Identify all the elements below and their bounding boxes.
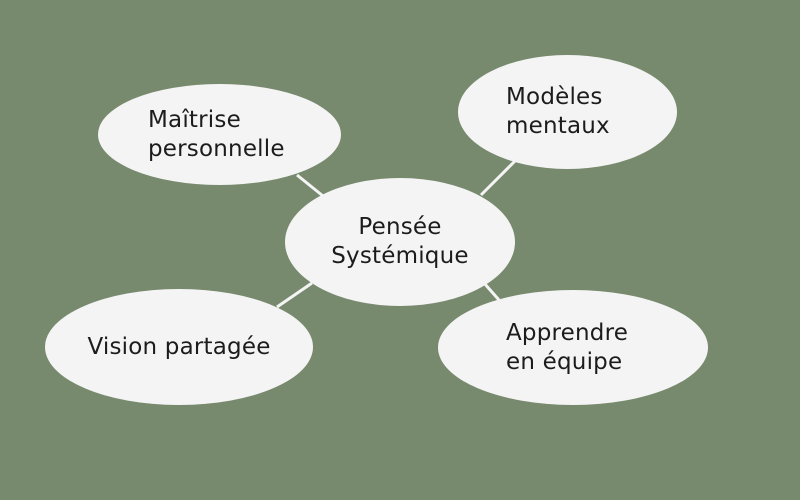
node-bottom-right: Apprendre en équipe [438, 290, 708, 405]
node-top-right: Modèles mentaux [458, 55, 677, 169]
top-left-line-2: personnelle [148, 135, 285, 162]
node-bottom-left: Vision partagée [45, 289, 313, 405]
top-left-line-1: Maîtrise [148, 106, 241, 133]
node-bottom-left-label: Vision partagée [87, 333, 270, 362]
connector-bottom-right [482, 282, 501, 301]
node-center-label: Pensée Systémique [331, 213, 468, 271]
bottom-left-line-1: Vision partagée [87, 333, 271, 360]
connector-bottom-left [276, 281, 313, 309]
bottom-right-line-1: Apprendre [506, 319, 629, 346]
node-top-left-label: Maîtrise personnelle [148, 106, 285, 164]
node-top-left: Maîtrise personnelle [98, 84, 341, 185]
center-line-2: Systémique [331, 243, 469, 269]
top-right-line-2: mentaux [506, 113, 610, 139]
bottom-right-line-2: en équipe [506, 348, 623, 375]
top-right-line-1: Modèles [506, 84, 603, 110]
center-line-1: Pensée [358, 214, 442, 240]
node-center: Pensée Systémique [285, 178, 515, 306]
node-bottom-right-label: Apprendre en équipe [506, 319, 628, 377]
connector-top-right [479, 159, 517, 197]
connector-top-left [296, 173, 324, 198]
node-top-right-label: Modèles mentaux [506, 83, 610, 141]
